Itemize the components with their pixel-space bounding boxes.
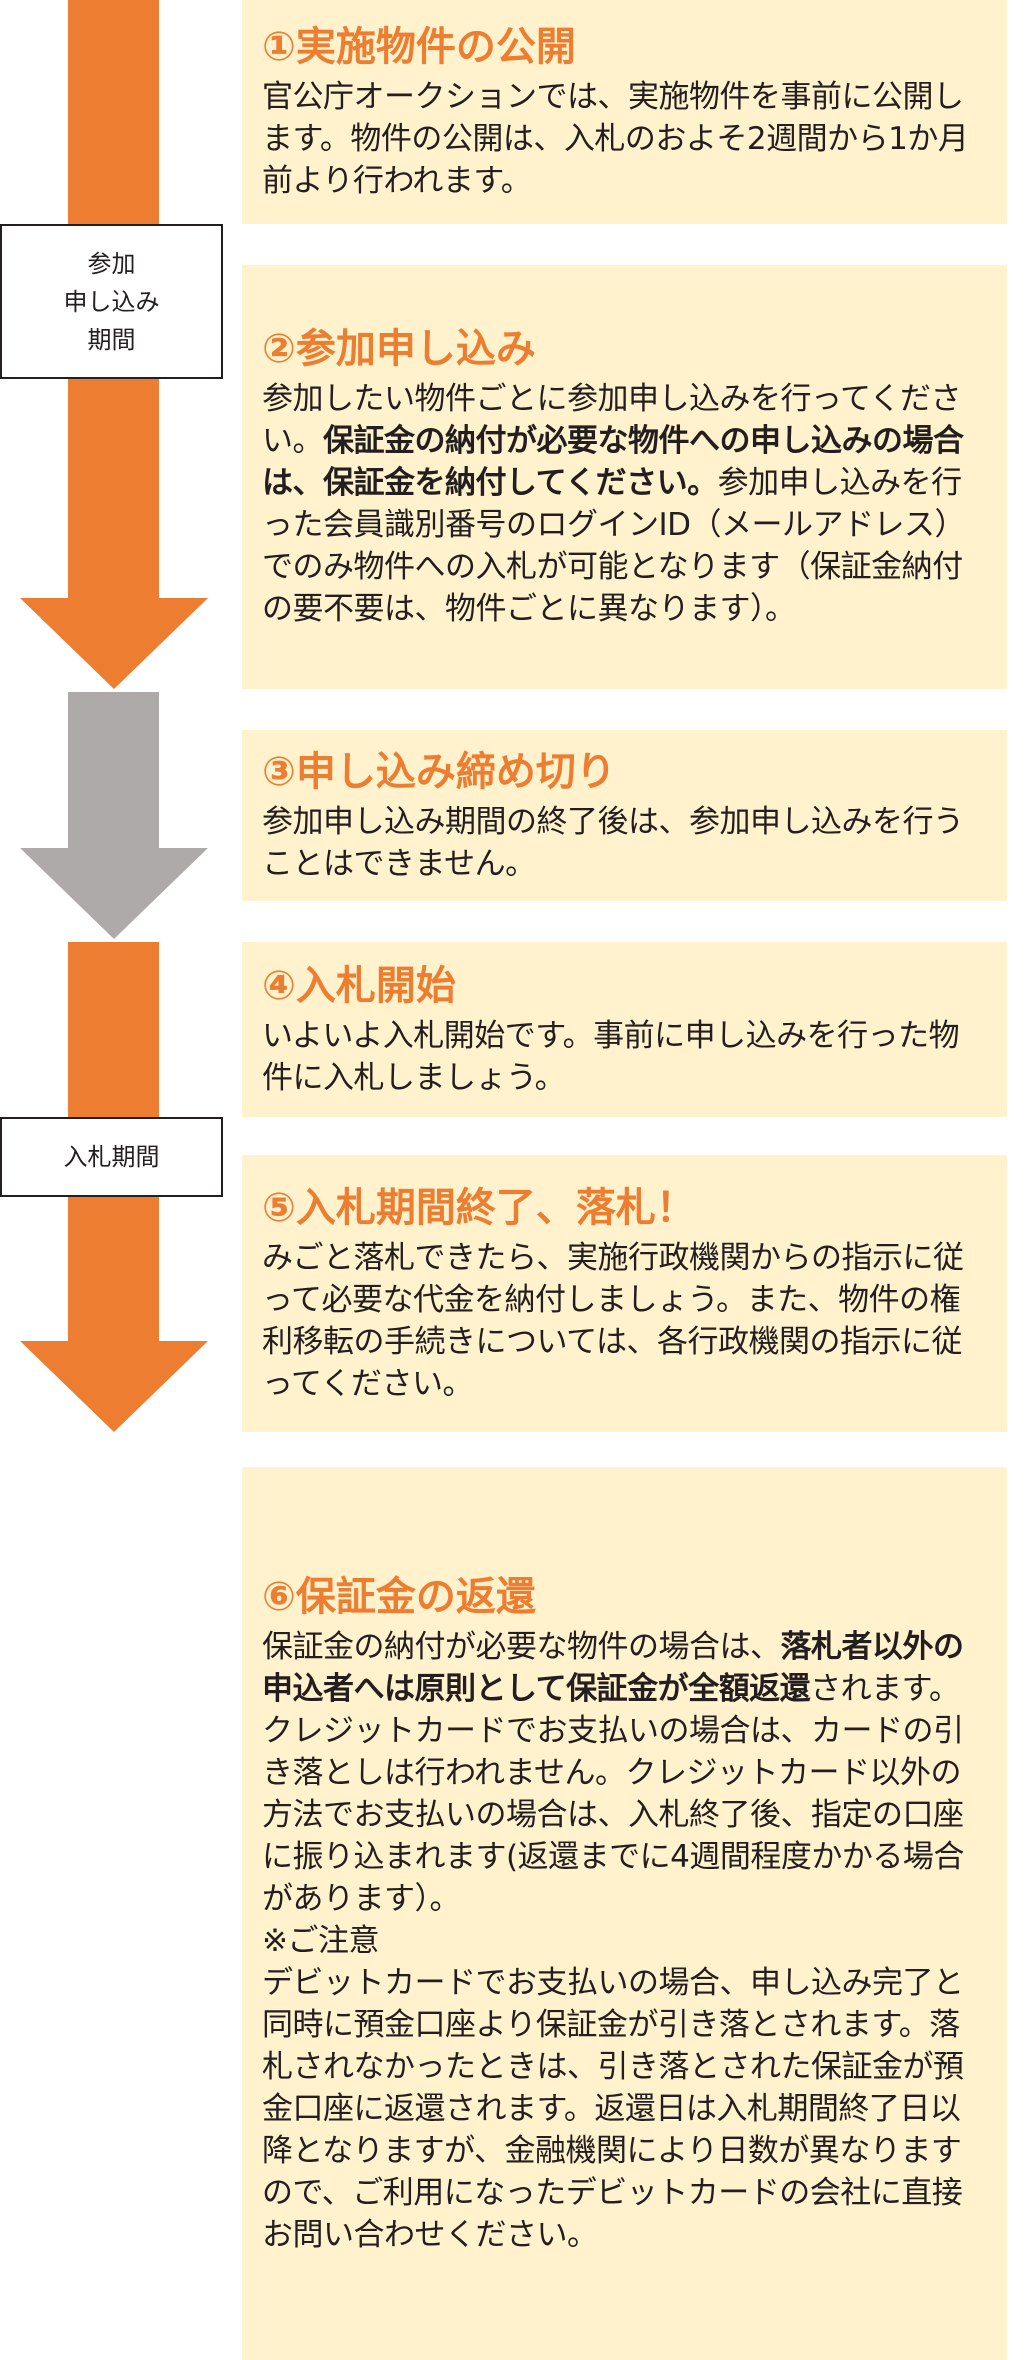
gray-arrow-deadline <box>20 692 208 939</box>
step-title: ⑥保証金の返還 <box>262 1573 536 1620</box>
step-2-application: ②参加申し込み 参加したい物件ごとに参加申し込みを行ってください。保証金の納付が… <box>242 265 1007 689</box>
step-title: ⑤入札期間終了、落札！ <box>262 1184 696 1231</box>
step-body: 官公庁オークションでは、実施物件を事前に公開します。物件の公開は、入札のおよそ2… <box>262 76 985 202</box>
step-body: みごと落札できたら、実施行政機関からの指示に従って必要な代金を納付しましょう。ま… <box>262 1237 985 1405</box>
step-5-bidding-end: ⑤入札期間終了、落札！ みごと落札できたら、実施行政機関からの指示に従って必要な… <box>242 1155 1007 1432</box>
phase-label-application-period: 参加 申し込み 期間 <box>0 224 223 379</box>
emphasis-text: 落札者以外の申込者へは原則として保証金が全額返還 <box>262 1628 964 1707</box>
step-title: ③申し込み締め切り <box>262 748 616 795</box>
step-body: 保証金の納付が必要な物件の場合は、落札者以外の申込者へは原則として保証金が全額返… <box>262 1626 985 2256</box>
step-3-deadline: ③申し込み締め切り 参加申し込み期間の終了後は、参加申し込みを行うことはできませ… <box>242 730 1007 901</box>
step-body: 参加申し込み期間の終了後は、参加申し込みを行うことはできません。 <box>262 801 985 885</box>
step-title: ④入札開始 <box>262 962 456 1009</box>
body-text: 保証金の納付が必要な物件の場合は、 <box>262 1628 781 1665</box>
body-text: 官公庁オークションでは、実施物件を事前に公開します。物件の公開は、入札のおよそ2… <box>262 79 969 199</box>
body-text: 参加申し込みを行った会員識別番号のログインID（メールアドレス）でのみ物件への入… <box>262 465 966 627</box>
step-body: 参加したい物件ごとに参加申し込みを行ってください。保証金の納付が必要な物件への申… <box>262 378 985 630</box>
step-4-bidding-start: ④入札開始 いよいよ入札開始です。事前に申し込みを行った物件に入札しましょう。 <box>242 942 1007 1117</box>
body-text: されます。クレジットカードでお支払いの場合は、カードの引き落としは行われません。… <box>262 1670 964 1917</box>
step-body: いよいよ入札開始です。事前に申し込みを行った物件に入札しましょう。 <box>262 1015 985 1099</box>
step-1-publication: ①実施物件の公開 官公庁オークションでは、実施物件を事前に公開します。物件の公開… <box>242 0 1007 224</box>
body-text: デビットカードでお支払いの場合、申し込み完了と同時に預金口座より保証金が引き落と… <box>262 1964 964 2253</box>
step-title: ①実施物件の公開 <box>262 24 576 70</box>
body-text: 参加申し込み期間の終了後は、参加申し込みを行うことはできません。 <box>262 803 964 882</box>
body-text: いよいよ入札開始です。事前に申し込みを行った物件に入札しましょう。 <box>262 1017 960 1096</box>
phase-label-bidding-period: 入札期間 <box>0 1117 223 1197</box>
emphasis-text: 保証金の納付が必要な物件への申し込みの場合は、保証金を納付してください。 <box>262 423 964 501</box>
step-title: ②参加申し込み <box>262 326 536 372</box>
body-text: みごと落札できたら、実施行政機関からの指示に従って必要な代金を納付しましょう。ま… <box>262 1239 964 1402</box>
body-text: ※ご注意 <box>262 1922 379 1959</box>
body-text: 参加したい物件ごとに参加申し込みを行ってください。 <box>262 381 962 459</box>
step-6-deposit-refund: ⑥保証金の返還 保証金の納付が必要な物件の場合は、落札者以外の申込者へは原則とし… <box>242 1467 1007 2360</box>
